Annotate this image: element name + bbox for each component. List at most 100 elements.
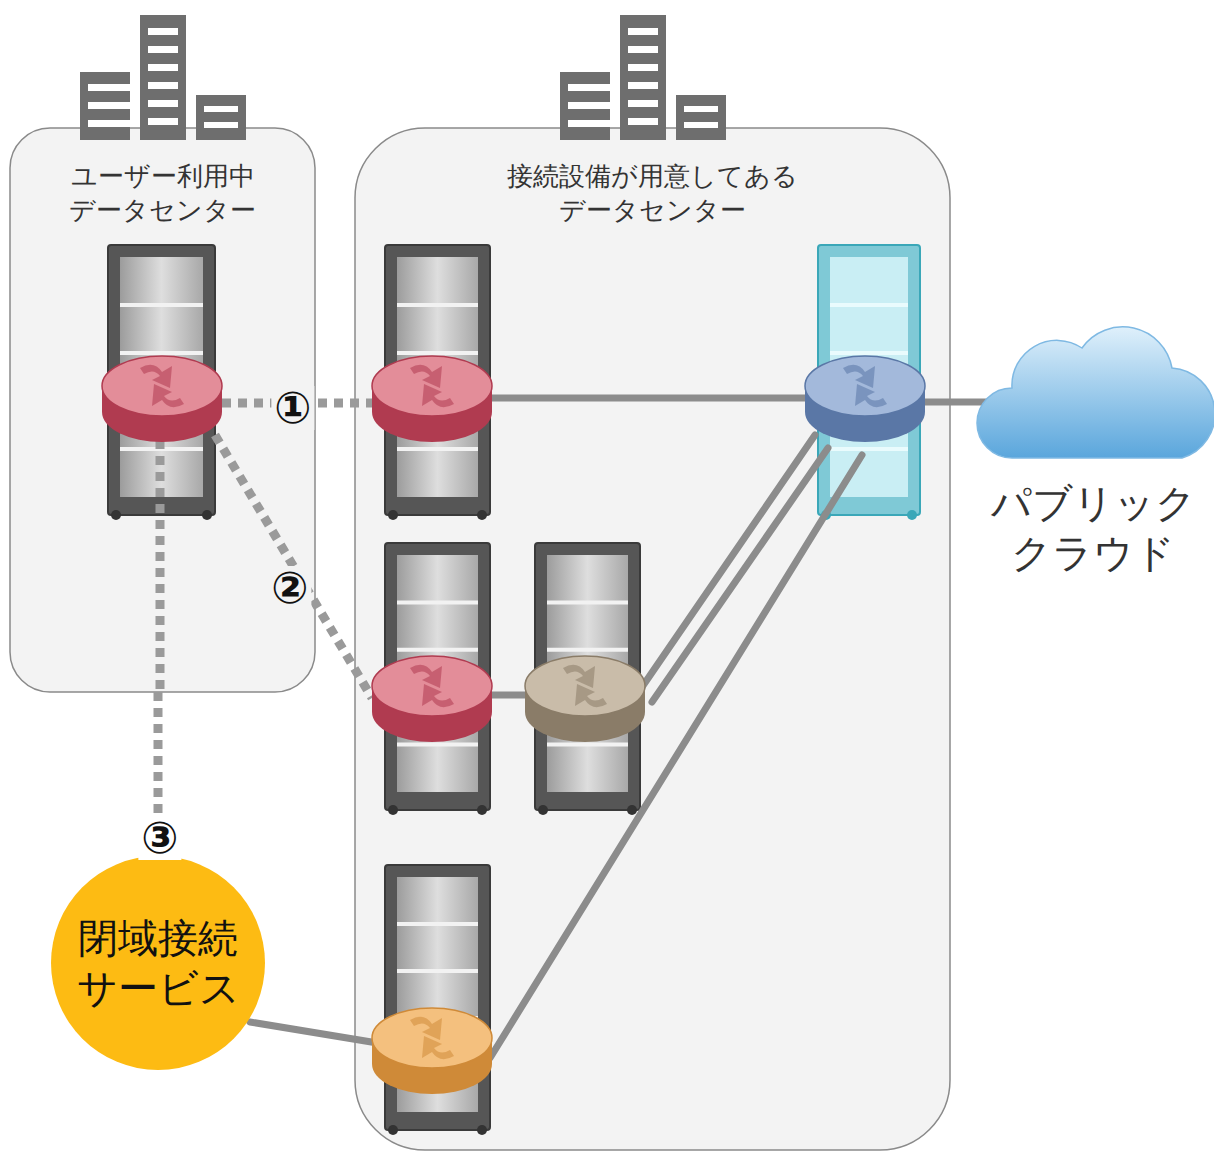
- building-block: [676, 95, 726, 140]
- rack-shelf: [547, 743, 628, 747]
- callout-number: ③: [138, 816, 181, 860]
- router-icon: [102, 356, 222, 442]
- datacenter-region: 接続設備が用意してある データセンター: [355, 128, 950, 1150]
- rack-wheel: [388, 510, 398, 520]
- building-window: [88, 120, 130, 127]
- building-window: [148, 118, 178, 125]
- building-window: [148, 100, 178, 107]
- region-label: ユーザー利用中 データセンター: [18, 160, 308, 228]
- building-icon: [560, 15, 726, 140]
- rack-shelf: [397, 351, 478, 355]
- rack-shelf: [397, 743, 478, 747]
- router-top: [102, 356, 222, 416]
- router-arrow: [410, 1017, 442, 1040]
- building-window: [628, 118, 658, 125]
- dotted-link: [215, 435, 372, 698]
- building-window: [204, 106, 238, 112]
- building-window: [148, 82, 178, 89]
- building-window: [684, 122, 718, 128]
- router-top: [805, 356, 925, 416]
- rack-wheel: [388, 805, 398, 815]
- router-icon: [372, 656, 492, 742]
- building-window: [628, 46, 658, 53]
- rack-shelf: [830, 351, 908, 355]
- rack-shelf: [830, 303, 908, 307]
- router-icon: [372, 356, 492, 442]
- rack-shelf: [397, 922, 478, 926]
- router-arrow: [410, 665, 442, 688]
- building-window: [628, 28, 658, 35]
- rack-wheel: [477, 510, 487, 520]
- dotted-link: [156, 440, 165, 692]
- router-arrow: [422, 384, 454, 407]
- building-window: [88, 84, 130, 91]
- router-top: [372, 656, 492, 716]
- router-icon: [525, 656, 645, 742]
- rack-shelf: [830, 447, 908, 451]
- router-arrow: [422, 684, 454, 707]
- building-window: [568, 84, 610, 91]
- building-window: [628, 100, 658, 107]
- region-outline: [355, 128, 950, 1150]
- cloud-label: パブリック クラウド: [972, 478, 1214, 578]
- rack-shelf: [397, 648, 478, 652]
- network-link: [432, 395, 865, 402]
- building-icon: [80, 15, 246, 140]
- building-window: [148, 28, 178, 35]
- network-link: [640, 435, 815, 690]
- rack-shelf: [397, 303, 478, 307]
- cloud-node: パブリック クラウド: [972, 318, 1214, 588]
- building-block: [80, 72, 130, 140]
- rack-shelf: [547, 648, 628, 652]
- router-top: [525, 656, 645, 716]
- building-window: [148, 64, 178, 71]
- rack-wheel: [111, 510, 121, 520]
- rack-shelf: [397, 600, 478, 604]
- server-rack: [385, 865, 490, 1135]
- rack-shelf: [120, 351, 203, 355]
- router-arrow: [563, 665, 595, 688]
- router-arrow: [855, 384, 887, 407]
- callout-number: ①: [271, 386, 314, 430]
- building-window: [568, 120, 610, 127]
- rack-wheel: [477, 1125, 487, 1135]
- building-window: [568, 102, 610, 109]
- rack-shelf: [547, 600, 628, 604]
- router-icon: [372, 1008, 492, 1094]
- building-block: [620, 15, 666, 140]
- rack-wheel: [907, 510, 917, 520]
- building-block: [196, 95, 246, 140]
- cloud-outline: [977, 327, 1214, 458]
- cloud-shape: [972, 318, 1214, 468]
- rack-wheel: [388, 1125, 398, 1135]
- building-window: [628, 64, 658, 71]
- building-window: [148, 46, 178, 53]
- rack-shelf: [397, 447, 478, 451]
- rack-wheel: [202, 510, 212, 520]
- building-block: [560, 72, 610, 140]
- rack-shelf: [120, 303, 203, 307]
- router-top: [372, 1008, 492, 1068]
- network-link: [490, 455, 862, 1058]
- building-window: [88, 102, 130, 109]
- service-label: 閉域接続 サービス: [58, 913, 258, 1013]
- network-link: [652, 448, 828, 702]
- rack-wheel: [538, 805, 548, 815]
- router-arrow: [843, 365, 875, 388]
- router-top: [372, 356, 492, 416]
- rack-wheel: [627, 805, 637, 815]
- router-arrow: [410, 365, 442, 388]
- router-arrow: [140, 365, 172, 388]
- service-circle: 閉域接続 サービス: [51, 856, 265, 1070]
- rack-wheel: [477, 805, 487, 815]
- rack-shelf: [397, 969, 478, 973]
- router-arrow: [575, 684, 607, 707]
- router-arrow: [422, 1036, 454, 1059]
- building-window: [628, 82, 658, 89]
- router-icon: [805, 356, 925, 442]
- building-window: [204, 122, 238, 128]
- region-outline: [10, 128, 315, 692]
- building-block: [140, 15, 186, 140]
- router-arrow: [152, 384, 184, 407]
